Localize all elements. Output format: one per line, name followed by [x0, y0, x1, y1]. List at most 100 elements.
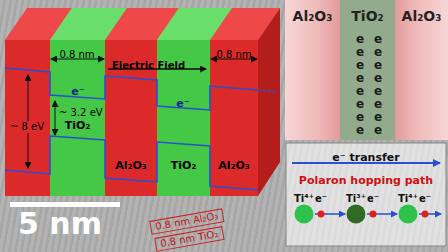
inset-panel — [286, 143, 446, 246]
annotation: e — [374, 46, 382, 60]
label-holder: e — [356, 67, 364, 86]
scale-label: 5 nm — [18, 207, 102, 242]
ion-disc — [295, 205, 314, 224]
label-holder: 5 nm — [18, 207, 102, 242]
hop-line — [419, 213, 441, 215]
text-holder: Al₂O₃ — [285, 6, 340, 25]
annotation: Electric Field — [112, 60, 185, 72]
node-label: Al₂O₃ — [115, 160, 146, 173]
annotation: e — [356, 46, 364, 60]
annotation: e — [356, 124, 364, 138]
label-holder: 0.8 nm — [216, 43, 251, 62]
annotation: 0.8 nm — [59, 49, 94, 61]
label-holder: 0.8 nm — [59, 43, 94, 62]
annotation: e — [356, 59, 364, 73]
label-holder: e — [374, 41, 382, 60]
label-holder: e — [356, 93, 364, 112]
band-diagram — [5, 68, 276, 190]
label-holder: e — [374, 106, 382, 125]
ion-shape — [294, 204, 314, 224]
ion-disc — [347, 205, 366, 224]
annotation: e — [374, 33, 382, 47]
edge-label-holder: e⁻ — [315, 187, 327, 206]
label-holder: e⁻ — [419, 187, 431, 206]
label-holder: e⁻ — [176, 92, 189, 111]
ion-disc — [399, 205, 418, 224]
tem-layer: Al₂O₃ — [285, 0, 340, 140]
ion-circle: Ti³⁺ — [343, 187, 369, 225]
label-holder: e — [374, 67, 382, 86]
node-label: TiO₂ — [65, 120, 90, 133]
node-subtitle: Polaron hopping path — [299, 175, 433, 188]
annotation: e⁻ — [419, 193, 431, 205]
node-label: e⁻ transfer — [332, 152, 399, 165]
hop-line — [315, 213, 345, 215]
annotation: e — [374, 59, 382, 73]
label-holder: e — [374, 54, 382, 73]
label-holder: Electric Field — [112, 54, 185, 73]
label-holder: e — [374, 28, 382, 47]
annotation: e — [356, 85, 364, 99]
node-label: Al₂O₃ — [293, 8, 333, 24]
label-holder: e⁻ — [71, 80, 84, 99]
edge-label: e⁻ — [367, 193, 379, 205]
annotation: e — [374, 124, 382, 138]
text-holder: Al₂O₃ — [105, 154, 157, 173]
text-holder: Ti³⁺ — [343, 187, 369, 206]
text-holder: TiO₂ — [157, 154, 210, 173]
label-holder: e — [356, 28, 364, 47]
annotation: ~ 3.2 eV — [59, 107, 103, 119]
electron-dot — [318, 211, 325, 218]
text-holder: Polaron hopping path — [286, 169, 446, 188]
label-holder: ~ 3.2 eV — [59, 101, 103, 120]
label-holder: e — [356, 119, 364, 138]
annotation: e⁻ — [176, 98, 189, 111]
node-label: Ti⁴⁺ — [398, 193, 418, 205]
node-label: TiO₂ — [171, 160, 196, 173]
label-holder: e — [356, 106, 364, 125]
text-holder: Al₂O₃ — [395, 6, 448, 25]
hop-connector — [367, 211, 397, 218]
ion-circle: Ti⁴⁺ — [291, 187, 317, 225]
label-holder: e — [374, 93, 382, 112]
layered-block — [5, 8, 280, 196]
annotation: e — [374, 98, 382, 112]
text-holder: Ti⁴⁺ — [395, 187, 421, 206]
annotation: e — [374, 111, 382, 125]
annotation: e — [356, 72, 364, 86]
node-label: TiO₂ — [351, 8, 383, 24]
dimension-arrows — [28, 59, 257, 168]
node-label: Al₂O₃ — [218, 160, 249, 173]
annotation: 0.8 nm — [216, 49, 251, 61]
label-holder: e — [356, 80, 364, 99]
text-holder: TiO₂ — [340, 6, 395, 25]
electron-dot — [422, 211, 429, 218]
electron-dot — [370, 211, 377, 218]
hop-connector — [315, 211, 345, 218]
label-holder: ~ 8 eV — [9, 115, 45, 134]
annotation: e — [374, 72, 382, 86]
ion-circle: Ti⁴⁺ — [395, 187, 421, 225]
layer-band: Al₂O₃ — [210, 40, 258, 196]
annotation: e — [356, 111, 364, 125]
ion-shape — [398, 204, 418, 224]
ion-shape — [346, 204, 366, 224]
label-holder: e — [374, 80, 382, 99]
label-holder: e — [356, 54, 364, 73]
text-holder: Al₂O₃ — [210, 154, 258, 173]
edge-label-holder: e⁻ — [367, 187, 379, 206]
annotation: e — [374, 85, 382, 99]
annotation: ~ 8 eV — [9, 121, 45, 133]
text-holder: e⁻ transfer — [286, 146, 446, 165]
inset-box: e⁻ transferPolaron hopping pathTi⁴⁺Ti³⁺T… — [286, 143, 446, 246]
annotation: e — [356, 33, 364, 47]
node-label: Ti³⁺ — [346, 193, 366, 205]
text-holder: Ti⁴⁺ — [291, 187, 317, 206]
annotation: e — [356, 98, 364, 112]
hop-line — [367, 213, 397, 215]
tem-layer: Al₂O₃ — [395, 0, 448, 140]
node-label: Al₂O₃ — [402, 8, 442, 24]
edge-label: e⁻ — [315, 193, 327, 205]
label-holder: e — [374, 119, 382, 138]
